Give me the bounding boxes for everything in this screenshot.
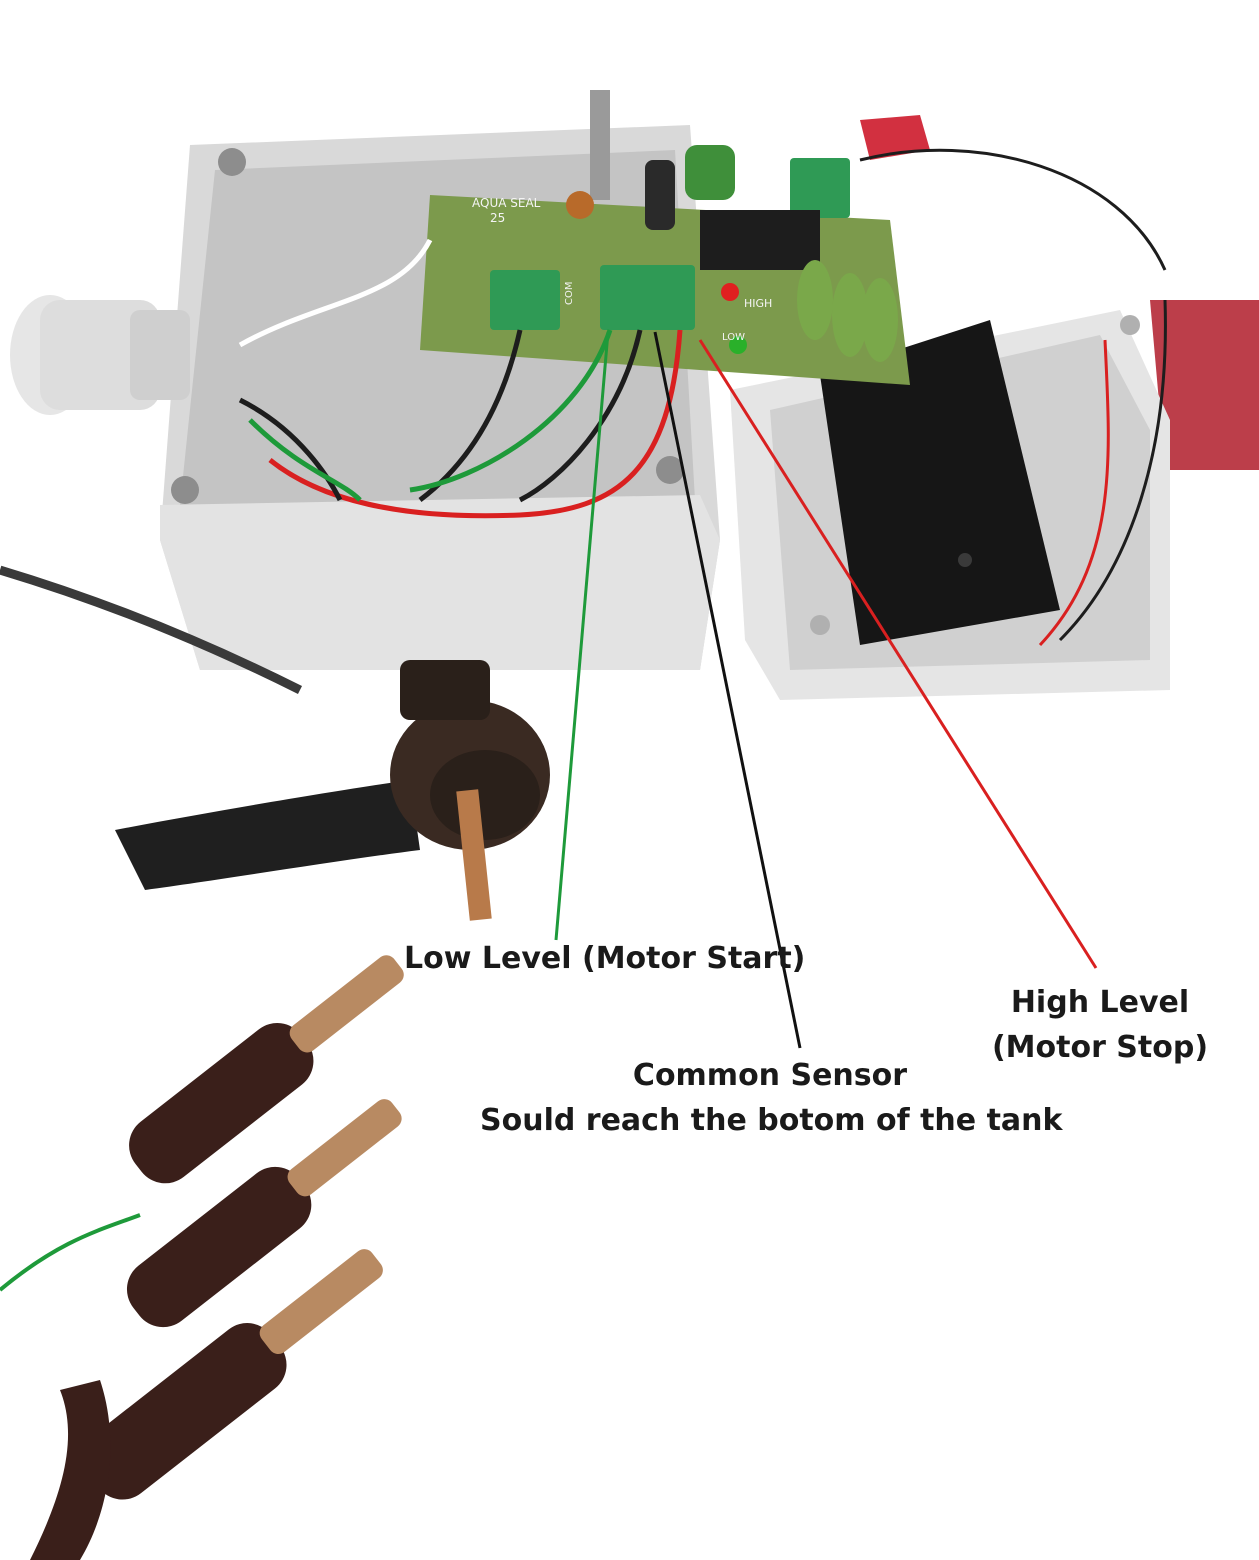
high-level-line1: High Level	[1010, 985, 1190, 1020]
board-model-text: 25	[490, 211, 505, 225]
common-sensor-line1: Common Sensor	[632, 1058, 908, 1093]
board-low-label: LOW	[722, 332, 745, 343]
clamp-probe	[115, 660, 550, 921]
high-level-pointer	[698, 339, 1098, 969]
circuit-board: AQUA SEAL 25 COM HIGH LOW	[420, 90, 910, 385]
board-com-label: COM	[564, 282, 575, 305]
low-level-label: Low Level (Motor Start)	[404, 941, 806, 976]
board-print-text: AQUA SEAL	[472, 196, 541, 210]
high-level-line2: (Motor Stop)	[991, 1030, 1209, 1065]
common-sensor-label: Common Sensor Sould reach the botom of t…	[480, 1053, 1063, 1143]
common-sensor-line2: Sould reach the botom of the tank	[480, 1103, 1063, 1138]
common-sensor-pointer	[653, 331, 802, 1049]
cable-gland	[10, 295, 190, 415]
probe-pins	[30, 955, 404, 1560]
low-level-pointer	[554, 331, 610, 941]
board-high-label: HIGH	[744, 297, 772, 310]
external-cables	[0, 565, 303, 1292]
enclosure-lid	[730, 310, 1170, 700]
high-level-label: High Level (Motor Stop)	[990, 980, 1210, 1070]
internal-wires	[238, 148, 1167, 647]
